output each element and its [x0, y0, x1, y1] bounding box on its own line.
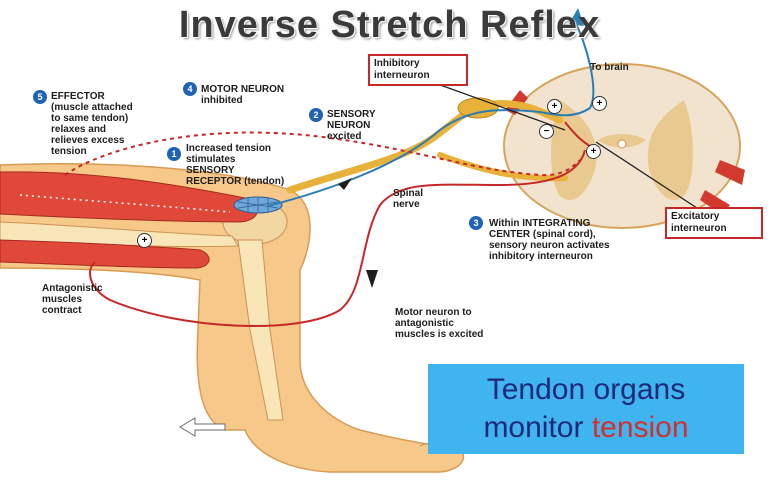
sensory-neuron-path	[267, 21, 595, 207]
to-brain-label: To brain	[590, 62, 629, 73]
spinal-cord	[503, 63, 745, 229]
sensory-direction-arrow	[338, 178, 352, 190]
antagonistic-muscles-label: Antagonistic muscles contract	[42, 283, 103, 316]
muscle-fiber-dots	[19, 194, 231, 213]
step-2-badge: 2	[309, 108, 323, 122]
inhibitory-interneuron-label: Inhibitory interneuron	[368, 54, 468, 86]
step-5-label: EFFECTOR (muscle attached to same tendon…	[51, 91, 133, 157]
step-4-label: MOTOR NEURON inhibited	[201, 84, 285, 106]
callout-line-2-prefix: monitor	[483, 411, 592, 444]
step-1-label: Increased tension stimulates SENSORY REC…	[186, 143, 285, 187]
antagonist-motor-neuron	[89, 149, 586, 328]
step-4-badge: 4	[183, 82, 197, 96]
synapse-sign: −	[539, 124, 554, 139]
callout-highlight: tension	[591, 411, 689, 444]
diagram-title: Inverse Stretch Reflex	[178, 4, 601, 46]
spinal-nerve	[286, 99, 564, 194]
synapse-sign: +	[137, 233, 152, 248]
step-3-badge: 3	[469, 216, 483, 230]
callout-line-2: monitor tension	[428, 409, 744, 447]
inhibited-motor-neuron	[64, 131, 581, 177]
step-2-label: SENSORY NEURON excited	[327, 109, 376, 142]
motor-direction-arrow	[366, 270, 378, 288]
step-5-badge: 5	[33, 90, 47, 104]
tendon-receptor	[233, 196, 283, 214]
quadriceps-muscle	[0, 171, 258, 223]
synapse-sign: +	[547, 99, 562, 114]
to-brain-arrow	[569, 8, 584, 26]
synapse-sign: +	[592, 96, 607, 111]
tendon-organs-callout: Tendon organs monitor tension	[428, 364, 744, 454]
motor-neuron-antagonistic-label: Motor neuron to antagonistic muscles is …	[395, 307, 484, 340]
spinal-nerve-label: Spinal nerve	[393, 188, 424, 210]
ventral-root	[437, 152, 568, 182]
step-1-badge: 1	[167, 147, 181, 161]
excitatory-pointer	[595, 141, 701, 211]
excitatory-interneuron-label: Excitatory interneuron	[665, 207, 763, 239]
tibia-bone	[237, 239, 284, 421]
inhibitory-pointer	[431, 81, 566, 131]
synapse-sign: +	[586, 144, 601, 159]
hamstring-muscle	[0, 239, 210, 269]
callout-line-1: Tendon organs	[486, 373, 686, 406]
step-3-label: Within INTEGRATING CENTER (spinal cord),…	[489, 218, 610, 262]
dorsal-root-ganglion	[457, 97, 499, 119]
leg-movement-arrow	[179, 417, 226, 437]
